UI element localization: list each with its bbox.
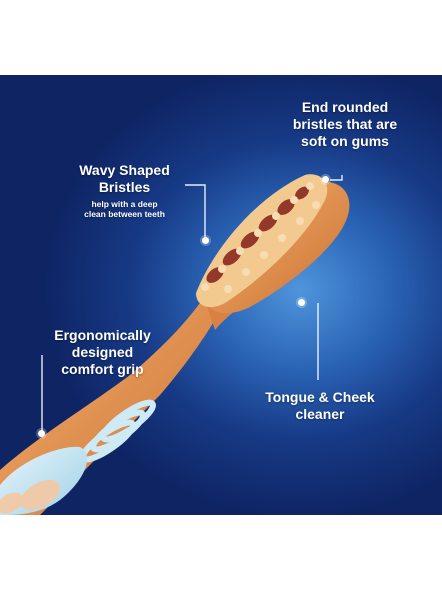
toothbrush-illustration xyxy=(0,174,350,515)
callout-ergonomic: Ergonomically designed comfort grip xyxy=(54,327,151,377)
callout-end-rounded: End rounded bristles that are soft on gu… xyxy=(292,99,398,149)
bristles xyxy=(196,174,328,308)
callout-dot-wavy xyxy=(202,237,209,244)
leader-wavy xyxy=(185,184,206,240)
product-image-panel: End rounded bristles that are soft on gu… xyxy=(0,75,442,515)
callout-dot-tongue xyxy=(298,299,305,306)
callout-dot-ergonomic xyxy=(38,430,45,437)
callout-wavy-bristles: Wavy Shaped Bristles help with a deep he… xyxy=(79,162,170,220)
leader-end-rounded xyxy=(330,175,343,181)
callout-dot-end-rounded xyxy=(322,176,329,183)
callout-tongue-cheek: Tongue & Cheek cleaner xyxy=(265,389,375,422)
